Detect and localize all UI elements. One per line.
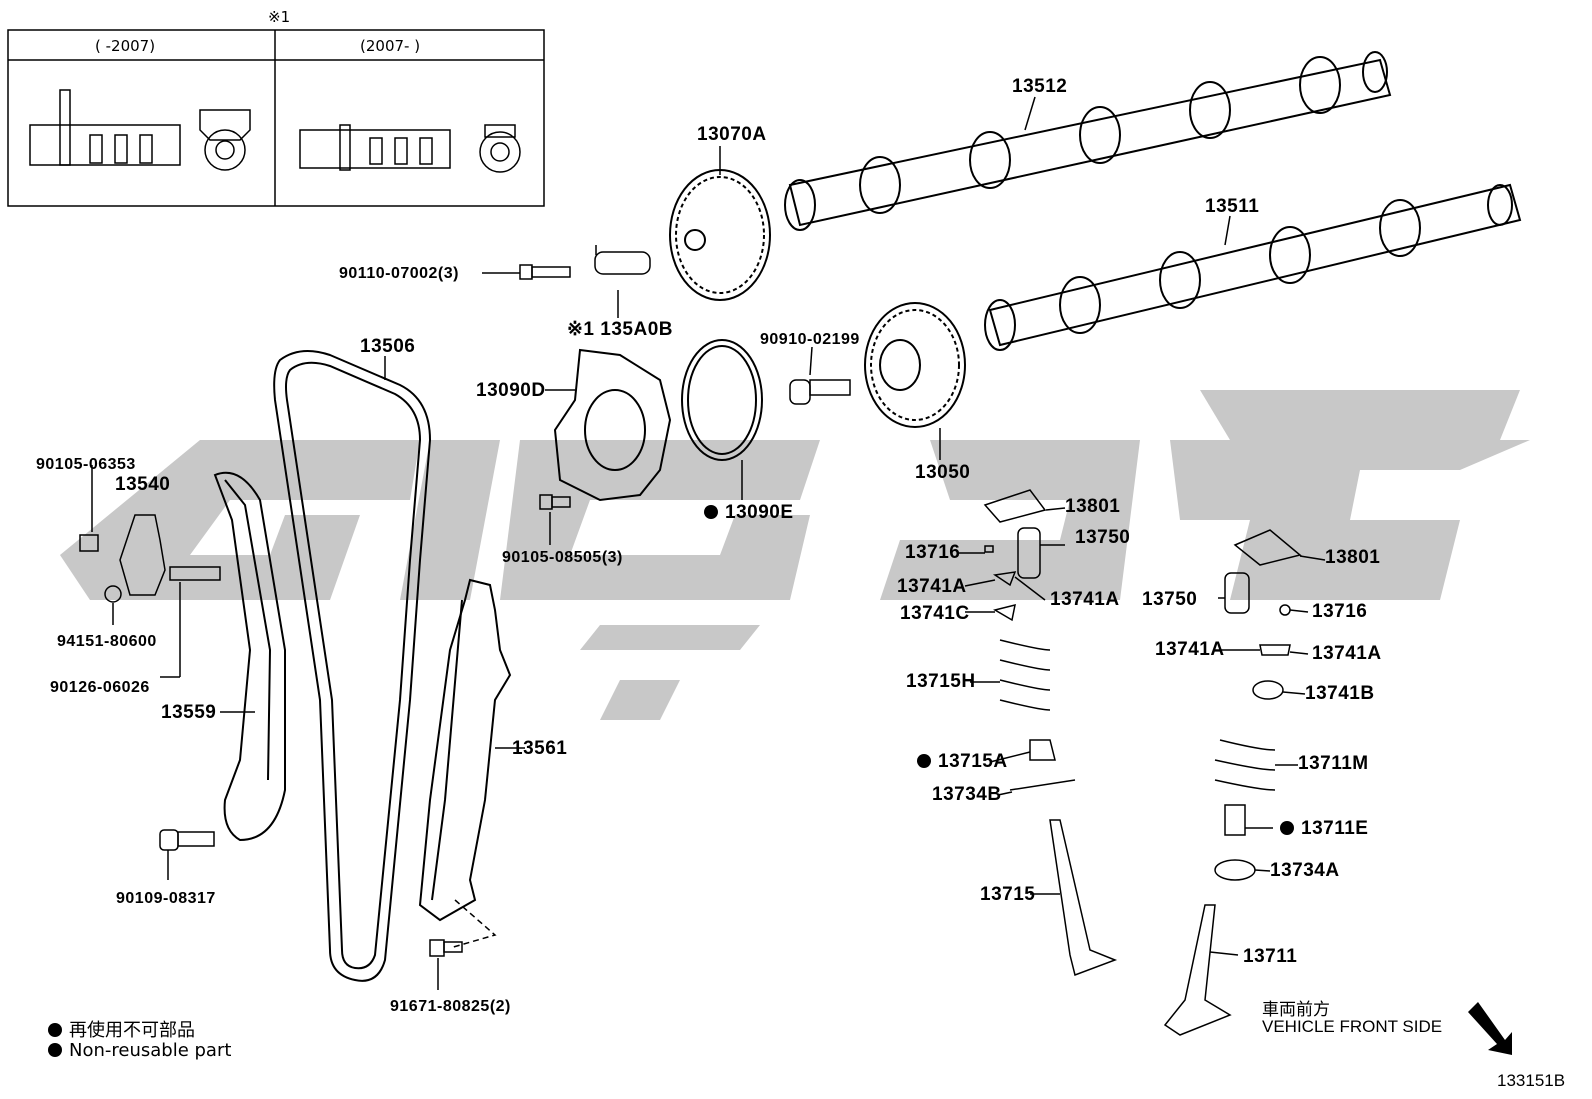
label-13750-right: 13750: [1142, 589, 1198, 610]
label-135A0B: ※1 135A0B: [567, 319, 673, 340]
direction-jp: 車両前方: [1262, 1000, 1330, 1019]
timing-cover-13090D: [553, 348, 672, 502]
non-reusable-dot-icon: [917, 754, 931, 768]
non-reusable-dot-icon: [1280, 821, 1294, 835]
label-13090E: 13090E: [704, 503, 794, 523]
label-13512: 13512: [1012, 76, 1068, 97]
label-13090D: 13090D: [476, 380, 546, 401]
label-13711M: 13711M: [1298, 753, 1369, 774]
label-94151: 94151-80600: [57, 633, 157, 650]
tensioner-arm-13559: [213, 471, 286, 842]
bolt-90910: [789, 379, 851, 405]
legend-dot-icon: [48, 1023, 62, 1037]
label-13711: 13711: [1243, 946, 1298, 967]
legend-en-text: Non-reusable part: [69, 1040, 232, 1061]
vvt-valve-new: [299, 124, 521, 173]
label-13050: 13050: [915, 462, 971, 483]
legend-en: Non-reusable part: [48, 1040, 231, 1061]
label-13734A: 13734A: [1270, 860, 1340, 881]
label-13734B: 13734B: [932, 784, 1002, 805]
label-13070A: 13070A: [697, 124, 767, 145]
legend-jp: 再使用不可部品: [48, 1016, 195, 1042]
non-reusable-dot-icon: [704, 505, 718, 519]
label-13801-right: 13801: [1325, 547, 1381, 568]
label-91671: 91671-80825(2): [390, 998, 511, 1015]
label-13511: 13511: [1205, 196, 1260, 217]
cam-timing-gear-13070A: [669, 169, 771, 301]
inset-col-right: (2007- ): [360, 37, 421, 55]
valvetrain-left: [983, 489, 1118, 976]
label-13090E-text: 13090E: [725, 502, 794, 523]
gasket-13090E: [681, 339, 763, 461]
chain-tensioner-13540: [79, 514, 221, 603]
label-90910: 90910-02199: [760, 331, 860, 348]
label-13506: 13506: [360, 336, 416, 357]
label-13559: 13559: [161, 702, 217, 723]
label-90105-06353: 90105-06353: [36, 456, 136, 473]
valvetrain-right: [1163, 529, 1302, 1036]
label-90109: 90109-08317: [116, 890, 216, 907]
leader-lines: [91, 96, 1326, 990]
label-13741A-right-2: 13741A: [1312, 643, 1382, 664]
vvt-valve-135A0B: [594, 245, 651, 275]
label-13716-right: 13716: [1312, 601, 1368, 622]
label-13715: 13715: [980, 884, 1036, 905]
label-13741B: 13741B: [1305, 683, 1375, 704]
label-13715A-text: 13715A: [938, 751, 1008, 772]
bolt-90109: [159, 829, 215, 851]
label-13561: 13561: [512, 738, 568, 759]
direction-en: VEHICLE FRONT SIDE: [1262, 1017, 1443, 1036]
label-13715A: 13715A: [917, 752, 1008, 772]
bolt-90110: [519, 264, 571, 280]
label-13741A-left-1: 13741A: [897, 576, 967, 597]
bolt-91671: [429, 899, 497, 957]
label-13711E: 13711E: [1280, 819, 1368, 839]
label-13540: 13540: [115, 474, 171, 495]
inset-col-left: ( -2007): [95, 37, 156, 55]
front-arrow-icon: [1468, 1002, 1512, 1055]
legend-jp-text: 再使用不可部品: [69, 1020, 195, 1041]
figure-id: 133151B: [1497, 1071, 1566, 1090]
cam-timing-gear-13050: [864, 302, 966, 428]
camshaft-13512: [784, 51, 1392, 231]
legend-dot-icon: [48, 1043, 62, 1057]
vvt-valve-old: [29, 89, 251, 171]
label-13741A-left-2: 13741A: [1050, 589, 1120, 610]
chain-guide-13561: [418, 578, 512, 922]
label-90126: 90126-06026: [50, 679, 150, 696]
timing-chain-13506: [273, 350, 432, 982]
label-13715H: 13715H: [906, 671, 976, 692]
label-90105-08505: 90105-08505(3): [502, 549, 623, 566]
inset-note-mark: ※1: [268, 8, 291, 26]
label-13741C: 13741C: [900, 603, 970, 624]
label-13716-left: 13716: [905, 542, 961, 563]
camshaft-13511: [984, 183, 1522, 351]
bolt-90105-08505: [539, 494, 571, 510]
inset-box: [7, 29, 545, 207]
watermark-logo: [60, 390, 1530, 720]
label-13801-left: 13801: [1065, 496, 1121, 517]
label-90110: 90110-07002(3): [339, 265, 459, 282]
label-13741A-right-1: 13741A: [1155, 639, 1225, 660]
label-13750-left: 13750: [1075, 527, 1131, 548]
label-13711E-text: 13711E: [1301, 818, 1369, 839]
